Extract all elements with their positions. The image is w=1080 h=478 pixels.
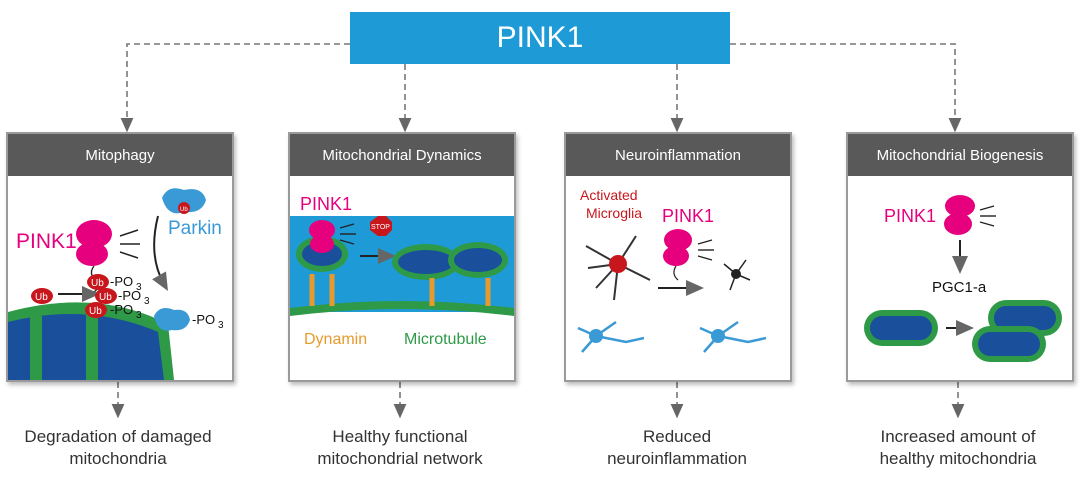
svg-text:Ub: Ub: [35, 292, 48, 303]
connector-left: [120, 43, 350, 133]
panel-neuroinflammation: Neuroinflammation Activated Microglia PI…: [564, 132, 792, 382]
svg-text:-PO: -PO: [110, 274, 133, 289]
svg-text:Microglia: Microglia: [586, 205, 642, 221]
svg-text:-PO: -PO: [118, 288, 141, 303]
dynamics-illustration: PINK1 STOP Dynamin Microtubule: [290, 194, 514, 348]
svg-text:PINK1: PINK1: [662, 206, 714, 226]
connector-right: [730, 43, 962, 133]
panel-mitochondrial-dynamics: Mitochondrial Dynamics PINK1 STOP Dynami…: [288, 132, 516, 382]
outcome-biogenesis: Increased amount of healthy mitochondria: [879, 427, 1037, 468]
panel-heading: Mitochondrial Biogenesis: [848, 134, 1072, 176]
svg-text:PINK1: PINK1: [884, 206, 936, 226]
parkin-protein: [162, 188, 206, 214]
outcome-dynamics: Healthy functional mitochondrial network: [317, 427, 483, 468]
outcome-mitophagy: Degradation of damaged mitochondria: [24, 427, 212, 468]
svg-text:Ub: Ub: [99, 292, 112, 303]
neuroinflammation-illustration: Activated Microglia PINK1: [577, 187, 767, 353]
pink1-title: PINK1: [496, 21, 584, 54]
svg-text:Microtubule: Microtubule: [404, 331, 487, 348]
mitophagy-illustration: PINK1 Ub Parkin Ub Ub -PO 3 Ub -PO 3 Ub …: [8, 188, 224, 380]
panel-mitochondrial-biogenesis: Mitochondrial Biogenesis PINK1 PGC1-a: [846, 132, 1074, 382]
biogenesis-illustration: PINK1 PGC1-a: [864, 195, 1062, 362]
panel-heading: Mitophagy: [8, 134, 232, 176]
svg-text:3: 3: [144, 296, 150, 307]
panel-heading: Neuroinflammation: [566, 134, 790, 176]
pink1-title-box: PINK1: [350, 12, 730, 64]
svg-text:Ub: Ub: [180, 207, 188, 213]
svg-text:-PO: -PO: [110, 302, 133, 317]
svg-text:Ub: Ub: [91, 278, 104, 289]
panel-heading: Mitochondrial Dynamics: [290, 134, 514, 176]
svg-text:3: 3: [218, 320, 224, 331]
svg-text:3: 3: [136, 310, 142, 321]
parkin-label: Parkin: [168, 218, 222, 239]
svg-text:Activated: Activated: [580, 187, 638, 203]
svg-text:-PO: -PO: [192, 312, 215, 327]
svg-text:Ub: Ub: [89, 306, 102, 317]
outcome-neuroinflammation: Reduced neuroinflammation: [607, 427, 747, 468]
pink1-protein: [76, 220, 112, 248]
svg-text:PGC1-a: PGC1-a: [932, 279, 987, 296]
svg-text:Dynamin: Dynamin: [304, 331, 367, 348]
svg-text:PINK1: PINK1: [300, 194, 352, 214]
svg-text:3: 3: [136, 282, 142, 293]
panel-mitophagy: Mitophagy PINK1 Ub Parkin Ub Ub -PO 3 Ub…: [6, 132, 234, 382]
pink1-label: PINK1: [16, 230, 77, 253]
svg-text:STOP: STOP: [371, 224, 390, 231]
